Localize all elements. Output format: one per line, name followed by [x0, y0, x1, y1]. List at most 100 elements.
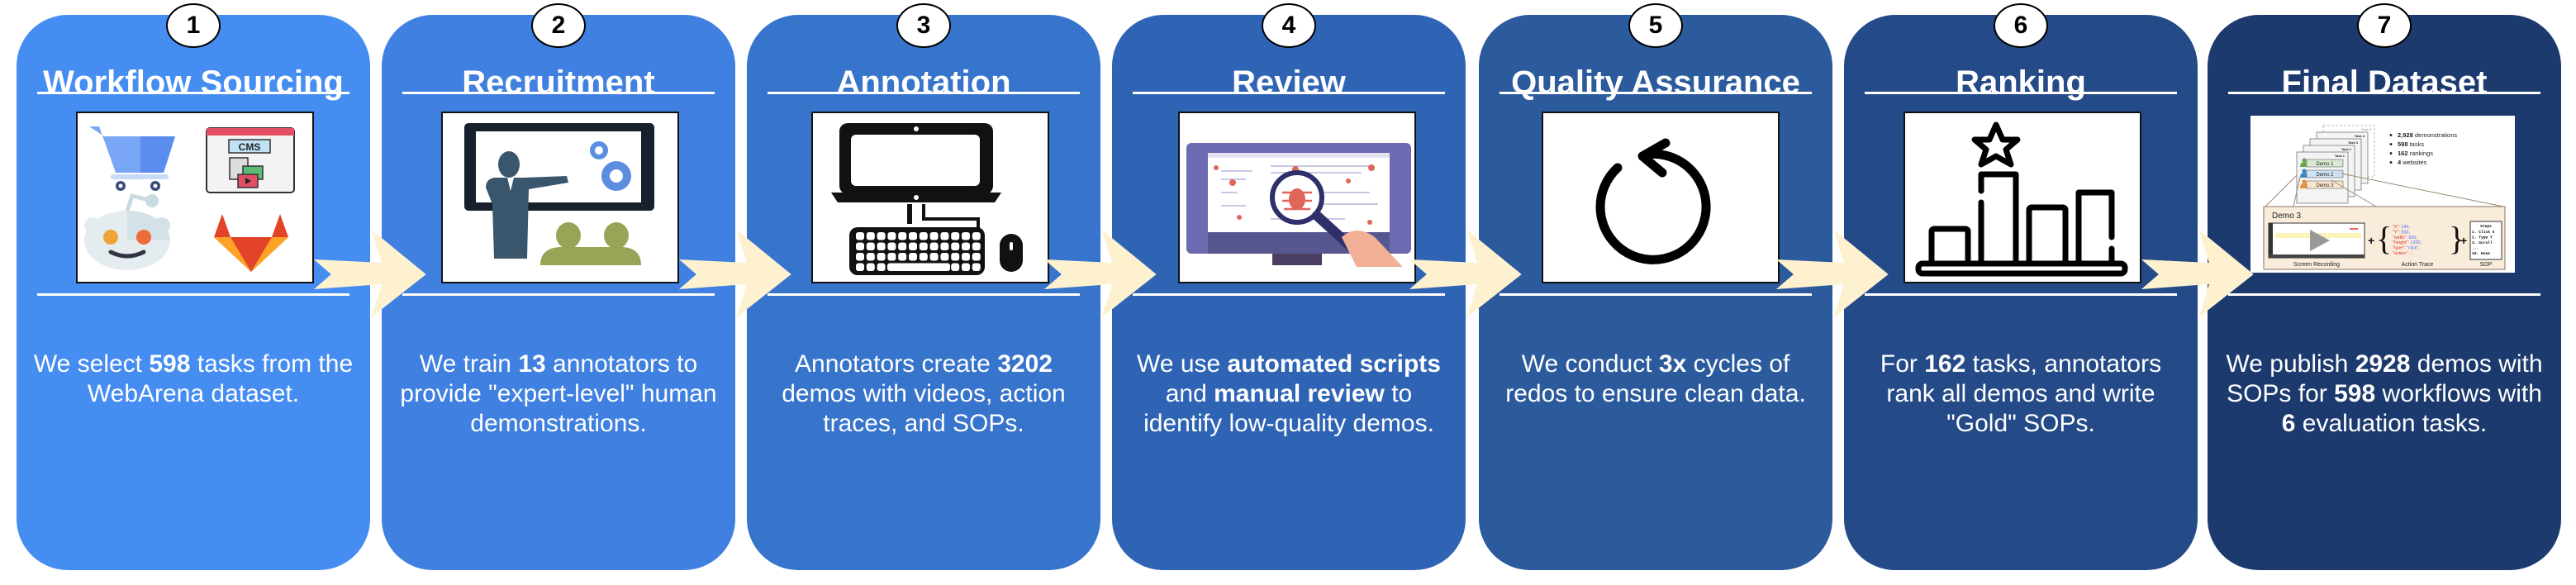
step-title: Quality Assurance [1511, 64, 1800, 101]
svg-text:+: + [2460, 234, 2467, 247]
step-illustration [1903, 112, 2141, 283]
divider [1499, 293, 1812, 296]
step-illustration [1178, 112, 1416, 283]
flow-arrow-icon [679, 225, 791, 321]
redo-cycle-icon [1595, 138, 1711, 264]
divider [402, 293, 715, 296]
shopping-cart-icon [89, 126, 175, 191]
step-title: Review [1232, 64, 1346, 101]
description-text: We conduct [1521, 350, 1659, 378]
divider [2228, 293, 2540, 296]
flow-arrow-icon [1044, 225, 1157, 321]
divider [402, 92, 715, 94]
demo-item: Demo 3 [2300, 179, 2344, 189]
highlight-text: 3202 [997, 350, 1053, 378]
step-number-badge: 3 [896, 3, 951, 48]
task-label: Task 4 [2355, 134, 2365, 138]
demo-item: Demo 2 [2300, 169, 2344, 178]
divider [768, 92, 1080, 94]
svg-text:}: } [2449, 220, 2464, 257]
step-title: Workflow Sourcing [43, 64, 344, 101]
reddit-icon [84, 193, 170, 270]
sop-step: 3. Scroll [2472, 240, 2493, 245]
svg-text:{: { [2376, 220, 2392, 257]
step-illustration [441, 112, 679, 283]
computer-keyboard-mouse-icon [831, 123, 1023, 275]
gitlab-icon [214, 214, 288, 272]
demo-item: Demo 1 [2300, 158, 2344, 168]
dataset-stat: 4 websites [2398, 159, 2427, 166]
flow-arrow-icon [2141, 225, 2254, 321]
divider [1133, 293, 1445, 296]
highlight-text: automated scripts [1227, 350, 1441, 378]
description-text: For [1880, 350, 1925, 378]
ranking-bar-chart-star-icon [1915, 121, 2128, 277]
step-number-badge: 1 [166, 3, 221, 48]
highlight-text: 3x [1658, 350, 1687, 378]
description-text: annotators to provide "expert-level" hum… [400, 350, 717, 437]
step-description: We use automated scripts and manual revi… [1124, 350, 1454, 439]
divider [768, 293, 1080, 296]
demo-detail-title: Demo 3 [2272, 212, 2301, 221]
divider [1865, 92, 2177, 94]
step-description: We train 13 annotators to provide "exper… [393, 350, 724, 439]
sop-step: 2. Type Y [2472, 235, 2493, 240]
action-trace-line: "X": 240, [2393, 225, 2410, 230]
component-caption: Action Trace [2402, 262, 2434, 268]
task-label: Task 1 [2335, 154, 2345, 158]
highlight-text: 6 [2281, 410, 2296, 437]
teacher-presentation-icon [464, 123, 654, 265]
step-number-badge: 4 [1262, 3, 1316, 48]
divider [1499, 92, 1812, 94]
sop-step: ... [2472, 247, 2479, 251]
highlight-text: manual review [1214, 380, 1385, 407]
action-trace-line: "type": "click", [2393, 246, 2420, 251]
step-title: Ranking [1956, 64, 2086, 101]
sop-step: 1. Click X [2472, 230, 2495, 235]
bug-search-monitor-icon [1186, 143, 1411, 267]
description-text: demos with SOPs for [2227, 350, 2543, 407]
step-title: Annotation [836, 64, 1011, 101]
description-text: workflows with [2375, 380, 2542, 407]
step-illustration [811, 112, 1049, 283]
svg-text:Demo 3: Demo 3 [2316, 183, 2334, 188]
svg-text:CMS: CMS [239, 141, 261, 153]
svg-text:Demo 2: Demo 2 [2316, 173, 2334, 178]
step-description: We select 598 tasks from the WebArena da… [28, 350, 359, 409]
description-text: We publish [2226, 350, 2355, 378]
dataset-stat: 162 rankings [2398, 150, 2433, 157]
step-description: We conduct 3x cycles of redos to ensure … [1490, 350, 1821, 409]
screen-recording-thumbnail [2268, 222, 2365, 259]
flow-arrow-icon [1409, 225, 1522, 321]
action-trace-line: "action": ... [2393, 251, 2414, 256]
step-description: Annotators create 3202 demos with videos… [758, 350, 1089, 439]
task-label: Task 5 [2361, 127, 2372, 131]
description-text: tasks from the WebArena dataset. [87, 350, 354, 407]
step-number-badge: 6 [1994, 3, 2048, 48]
action-trace-line: "Y": 503, [2393, 230, 2410, 235]
sop-step: 10. Done [2472, 251, 2490, 256]
divider [2228, 92, 2540, 94]
divider [37, 293, 349, 296]
highlight-text: 162 [1924, 350, 1966, 378]
step-illustration: CMS [76, 112, 314, 283]
step-number-badge: 2 [531, 3, 586, 48]
highlight-text: 598 [2334, 380, 2376, 407]
svg-text:Demo 1: Demo 1 [2316, 162, 2334, 167]
divider [37, 92, 349, 94]
cms-icon: CMS [206, 127, 295, 193]
dataset-stat: 2,928 demonstrations [2398, 131, 2457, 139]
description-text: evaluation tasks. [2295, 410, 2488, 437]
task-label: Task 2 [2341, 147, 2352, 151]
component-caption: Screen Recording [2293, 262, 2340, 268]
task-label: Task 3 [2348, 140, 2359, 145]
step-description: For 162 tasks, annotators rank all demos… [1856, 350, 2186, 439]
description-text: We train [419, 350, 519, 378]
